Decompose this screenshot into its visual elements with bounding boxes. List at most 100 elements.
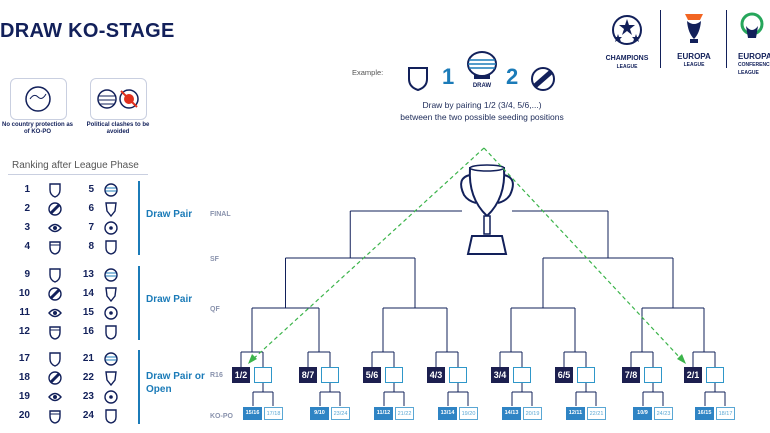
- conference-league-sub: CONFERENCE LEAGUE: [738, 62, 770, 76]
- rank-number: 2: [24, 203, 30, 214]
- example-caption: Draw by pairing 1/2 (3/4, 5/6,...) betwe…: [352, 99, 612, 123]
- kopo-seed-box: 10/9: [633, 407, 652, 420]
- rank-number: 7: [88, 222, 94, 233]
- rank-number: 14: [82, 288, 94, 299]
- rank-number: 13: [82, 269, 94, 280]
- round-label: SF: [210, 256, 219, 263]
- club-crest-icon: [48, 308, 62, 318]
- logo-divider: [726, 10, 727, 68]
- group-label: Draw Pair: [146, 209, 193, 220]
- club-crest-icon: [49, 352, 61, 367]
- club-crest-icon: [104, 183, 118, 197]
- r16-seed-box: 1/2: [232, 367, 250, 383]
- rank-number: 18: [18, 372, 30, 383]
- club-crest-icon: [105, 287, 117, 302]
- kopo-seed-box: 11/12: [374, 407, 393, 420]
- logo-divider: [660, 10, 661, 68]
- champions-league-name: CHAMPIONS: [605, 55, 649, 62]
- rank-number: 10: [18, 288, 30, 299]
- group-bracket-bar: [138, 266, 140, 340]
- example-seed-right: 2: [506, 64, 519, 89]
- pairing-arrows: [251, 147, 683, 361]
- kopo-seed-box: 9/10: [310, 407, 329, 420]
- round-label: QF: [210, 306, 220, 313]
- kopo-opponent-box: 17/18: [264, 407, 283, 420]
- r16-opponent-box: [254, 367, 272, 383]
- club-crest-icon: [49, 183, 61, 198]
- r16-opponent-box: [577, 367, 595, 383]
- kopo-opponent-box: 20/19: [523, 407, 542, 420]
- club-crest-icon: [48, 223, 62, 233]
- draw-pot-label: DRAW: [472, 83, 492, 89]
- r16-seed-box: 8/7: [299, 367, 317, 383]
- example-seed-left: 1: [442, 64, 455, 89]
- club-crest-icon: [104, 390, 118, 404]
- rank-number: 12: [18, 326, 30, 337]
- round-label: KO-PO: [210, 413, 233, 420]
- r16-opponent-box: [321, 367, 339, 383]
- rank-number: 6: [88, 203, 94, 214]
- trophy-icon: [460, 164, 514, 255]
- no-country-protection-icon: [25, 86, 51, 112]
- conference-league-name: EUROPA: [738, 52, 770, 61]
- club-crest-icon: [105, 409, 117, 424]
- kopo-seed-box: 16/15: [695, 407, 714, 420]
- club-crest-icon: [49, 326, 61, 340]
- r16-opponent-box: [513, 367, 531, 383]
- rank-number: 16: [82, 326, 94, 337]
- rank-number: 3: [24, 222, 30, 233]
- round-label: R16: [210, 372, 223, 379]
- rank-number: 9: [24, 269, 30, 280]
- club-crest-icon: [105, 325, 117, 340]
- club-crest-icon: [48, 392, 62, 402]
- kopo-opponent-box: 18/17: [716, 407, 735, 420]
- champions-league-starball-icon: [612, 15, 642, 45]
- r16-opponent-box: [706, 367, 724, 383]
- champions-league-logo: CHAMPIONS LEAGUE: [598, 10, 656, 71]
- example-caption-line2: between the two possible seeding positio…: [400, 112, 564, 122]
- kopo-seed-box: 12/11: [566, 407, 585, 420]
- europa-league-sub: LEAGUE: [683, 62, 705, 68]
- ranking-title: Ranking after League Phase: [12, 160, 139, 171]
- club-crest-icon: [49, 241, 61, 255]
- group-label: Draw Pair or Open: [146, 371, 205, 395]
- political-clash-icon: [97, 89, 139, 109]
- conference-league-logo: EUROPA CONFERENCE LEAGUE: [730, 8, 770, 77]
- rank-number: 11: [19, 307, 30, 318]
- legend-political-box: [90, 78, 147, 120]
- kopo-seed-box: 15/16: [243, 407, 262, 420]
- arrow-head-right: [677, 354, 686, 364]
- page-title: DRAW KO-STAGE: [0, 20, 175, 42]
- arrow-head-left: [248, 354, 257, 364]
- r16-seed-box: 6/5: [555, 367, 573, 383]
- club-crest-icon: [105, 240, 117, 255]
- rank-number: 8: [88, 241, 94, 252]
- r16-seed-box: 4/3: [427, 367, 445, 383]
- r16-seed-box: 5/6: [363, 367, 381, 383]
- legend-no-protection-box: [10, 78, 67, 120]
- club-crest-icon: [48, 202, 62, 216]
- rank-number: 17: [18, 353, 30, 364]
- kopo-opponent-box: 19/20: [459, 407, 478, 420]
- rank-number: 5: [88, 184, 94, 195]
- draw-pot-icon: [467, 51, 497, 79]
- group-label: Draw Pair: [146, 294, 193, 305]
- example-label: Example:: [352, 68, 384, 77]
- champions-league-sub: LEAGUE: [616, 64, 638, 70]
- kopo-opponent-box: 22/21: [587, 407, 606, 420]
- europa-league-name: EUROPA: [677, 52, 711, 61]
- r16-opponent-box: [449, 367, 467, 383]
- ranking-divider: [8, 174, 148, 175]
- club-crest-icon: [104, 306, 118, 320]
- round-label: FINAL: [210, 211, 231, 218]
- club-crest-icon: [104, 352, 118, 366]
- r16-opponent-box: [385, 367, 403, 383]
- club-crest-icon: [104, 221, 118, 235]
- example-caption-line1: Draw by pairing 1/2 (3/4, 5/6,...): [422, 100, 542, 110]
- club-crest-icon: [49, 410, 61, 424]
- r16-seed-box: 7/8: [622, 367, 640, 383]
- kopo-opponent-box: 21/22: [395, 407, 414, 420]
- club-crest-icon: [105, 202, 117, 217]
- group-bracket-bar: [138, 350, 140, 424]
